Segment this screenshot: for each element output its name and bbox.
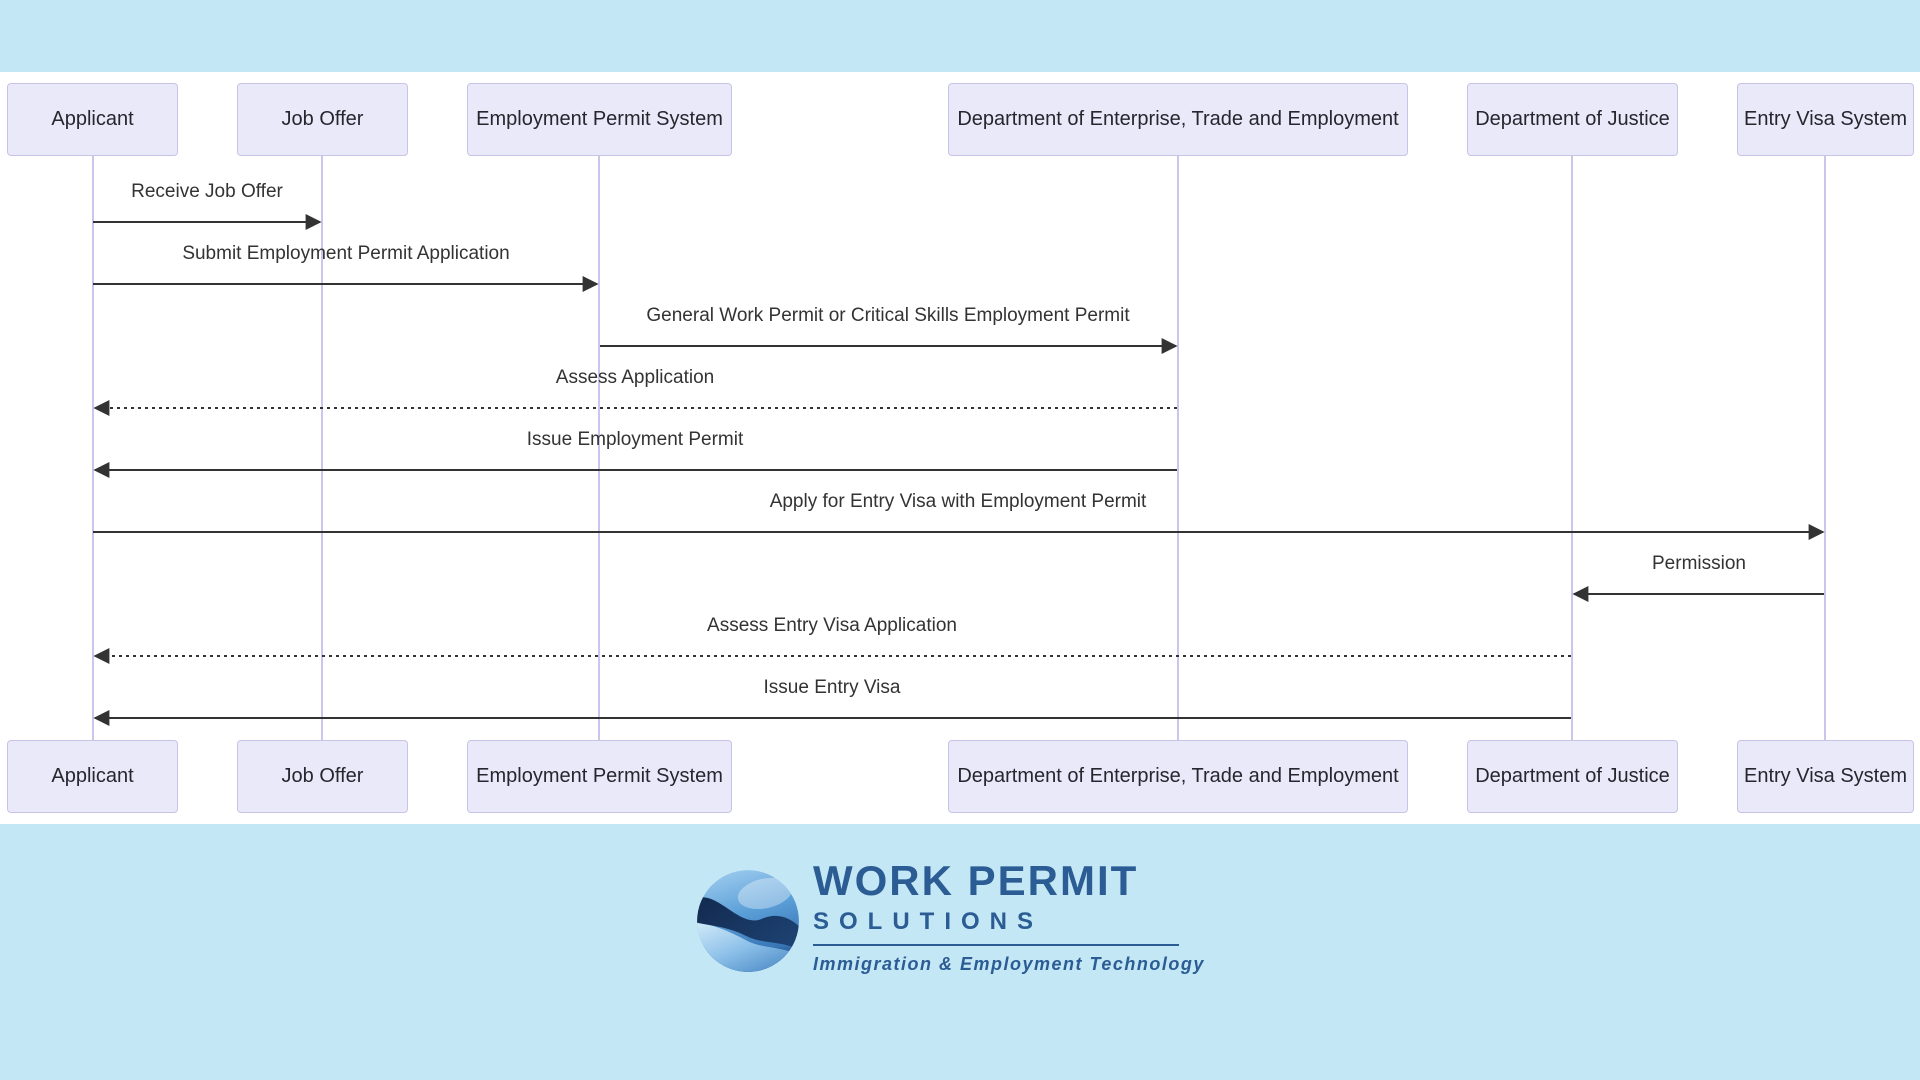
actor-label: Job Offer xyxy=(281,765,364,787)
actor-applicant-bottom: Applicant xyxy=(7,740,178,813)
top-background-band xyxy=(0,0,1920,72)
globe-wave-icon xyxy=(697,870,799,972)
brand-name: WORK PERMIT xyxy=(813,857,1139,904)
message-label-issue-employment-permit: Issue Employment Permit xyxy=(526,429,744,450)
message-label-assess-entry-visa: Assess Entry Visa Application xyxy=(707,615,957,636)
actor-job-offer-top: Job Offer xyxy=(237,83,408,156)
actor-label: Department of Justice xyxy=(1475,108,1670,130)
actor-label: Employment Permit System xyxy=(476,765,723,787)
actor-employment-permit-system-top: Employment Permit System xyxy=(467,83,732,156)
message-label-apply-entry-visa: Apply for Entry Visa with Employment Per… xyxy=(769,491,1147,512)
lifeline-entry-visa-system xyxy=(1824,156,1826,740)
lifeline-applicant xyxy=(92,156,94,740)
brand-subtitle: SOLUTIONS xyxy=(813,908,1044,935)
brand-logo-block: WORK PERMIT SOLUTIONS Immigration & Empl… xyxy=(695,860,1215,1005)
message-label-receive-job-offer: Receive Job Offer xyxy=(131,181,283,202)
message-label-permission: Permission xyxy=(1652,553,1746,574)
lifeline-job-offer xyxy=(321,156,323,740)
actor-employment-permit-system-bottom: Employment Permit System xyxy=(467,740,732,813)
actor-label: Job Offer xyxy=(281,108,364,130)
actor-label: Entry Visa System xyxy=(1743,108,1908,130)
lifeline-dept-justice xyxy=(1571,156,1573,740)
actor-entry-visa-system-bottom: Entry Visa System xyxy=(1737,740,1914,813)
actor-entry-visa-system-top: Entry Visa System xyxy=(1737,83,1914,156)
actor-label: Applicant xyxy=(51,765,134,787)
actor-label: Department of Enterprise, Trade and Empl… xyxy=(957,765,1399,787)
message-label-issue-entry-visa: Issue Entry Visa xyxy=(763,677,901,698)
brand-tagline: Immigration & Employment Technology xyxy=(813,954,1205,974)
actor-label: Entry Visa System xyxy=(1743,765,1908,787)
actor-dept-justice-top: Department of Justice xyxy=(1467,83,1678,156)
actor-applicant-top: Applicant xyxy=(7,83,178,156)
message-label-general-work-permit: General Work Permit or Critical Skills E… xyxy=(646,305,1130,326)
actor-job-offer-bottom: Job Offer xyxy=(237,740,408,813)
message-label-submit-application: Submit Employment Permit Application xyxy=(182,243,510,264)
actor-label: Employment Permit System xyxy=(476,108,723,130)
actor-label: Department of Justice xyxy=(1475,765,1670,787)
lifeline-dept-enterprise-trade-employment xyxy=(1177,156,1179,740)
actor-label: Applicant xyxy=(51,108,134,130)
actor-dept-justice-bottom: Department of Justice xyxy=(1467,740,1678,813)
message-label-assess-application: Assess Application xyxy=(555,367,715,388)
footer-background-band xyxy=(0,824,1920,1080)
actor-dept-enterprise-top: Department of Enterprise, Trade and Empl… xyxy=(948,83,1408,156)
actor-dept-enterprise-bottom: Department of Enterprise, Trade and Empl… xyxy=(948,740,1408,813)
actor-label: Department of Enterprise, Trade and Empl… xyxy=(957,108,1399,130)
brand-text-block: WORK PERMIT SOLUTIONS Immigration & Empl… xyxy=(813,860,1205,973)
brand-divider xyxy=(813,944,1179,946)
lifeline-employment-permit-system xyxy=(598,156,600,740)
